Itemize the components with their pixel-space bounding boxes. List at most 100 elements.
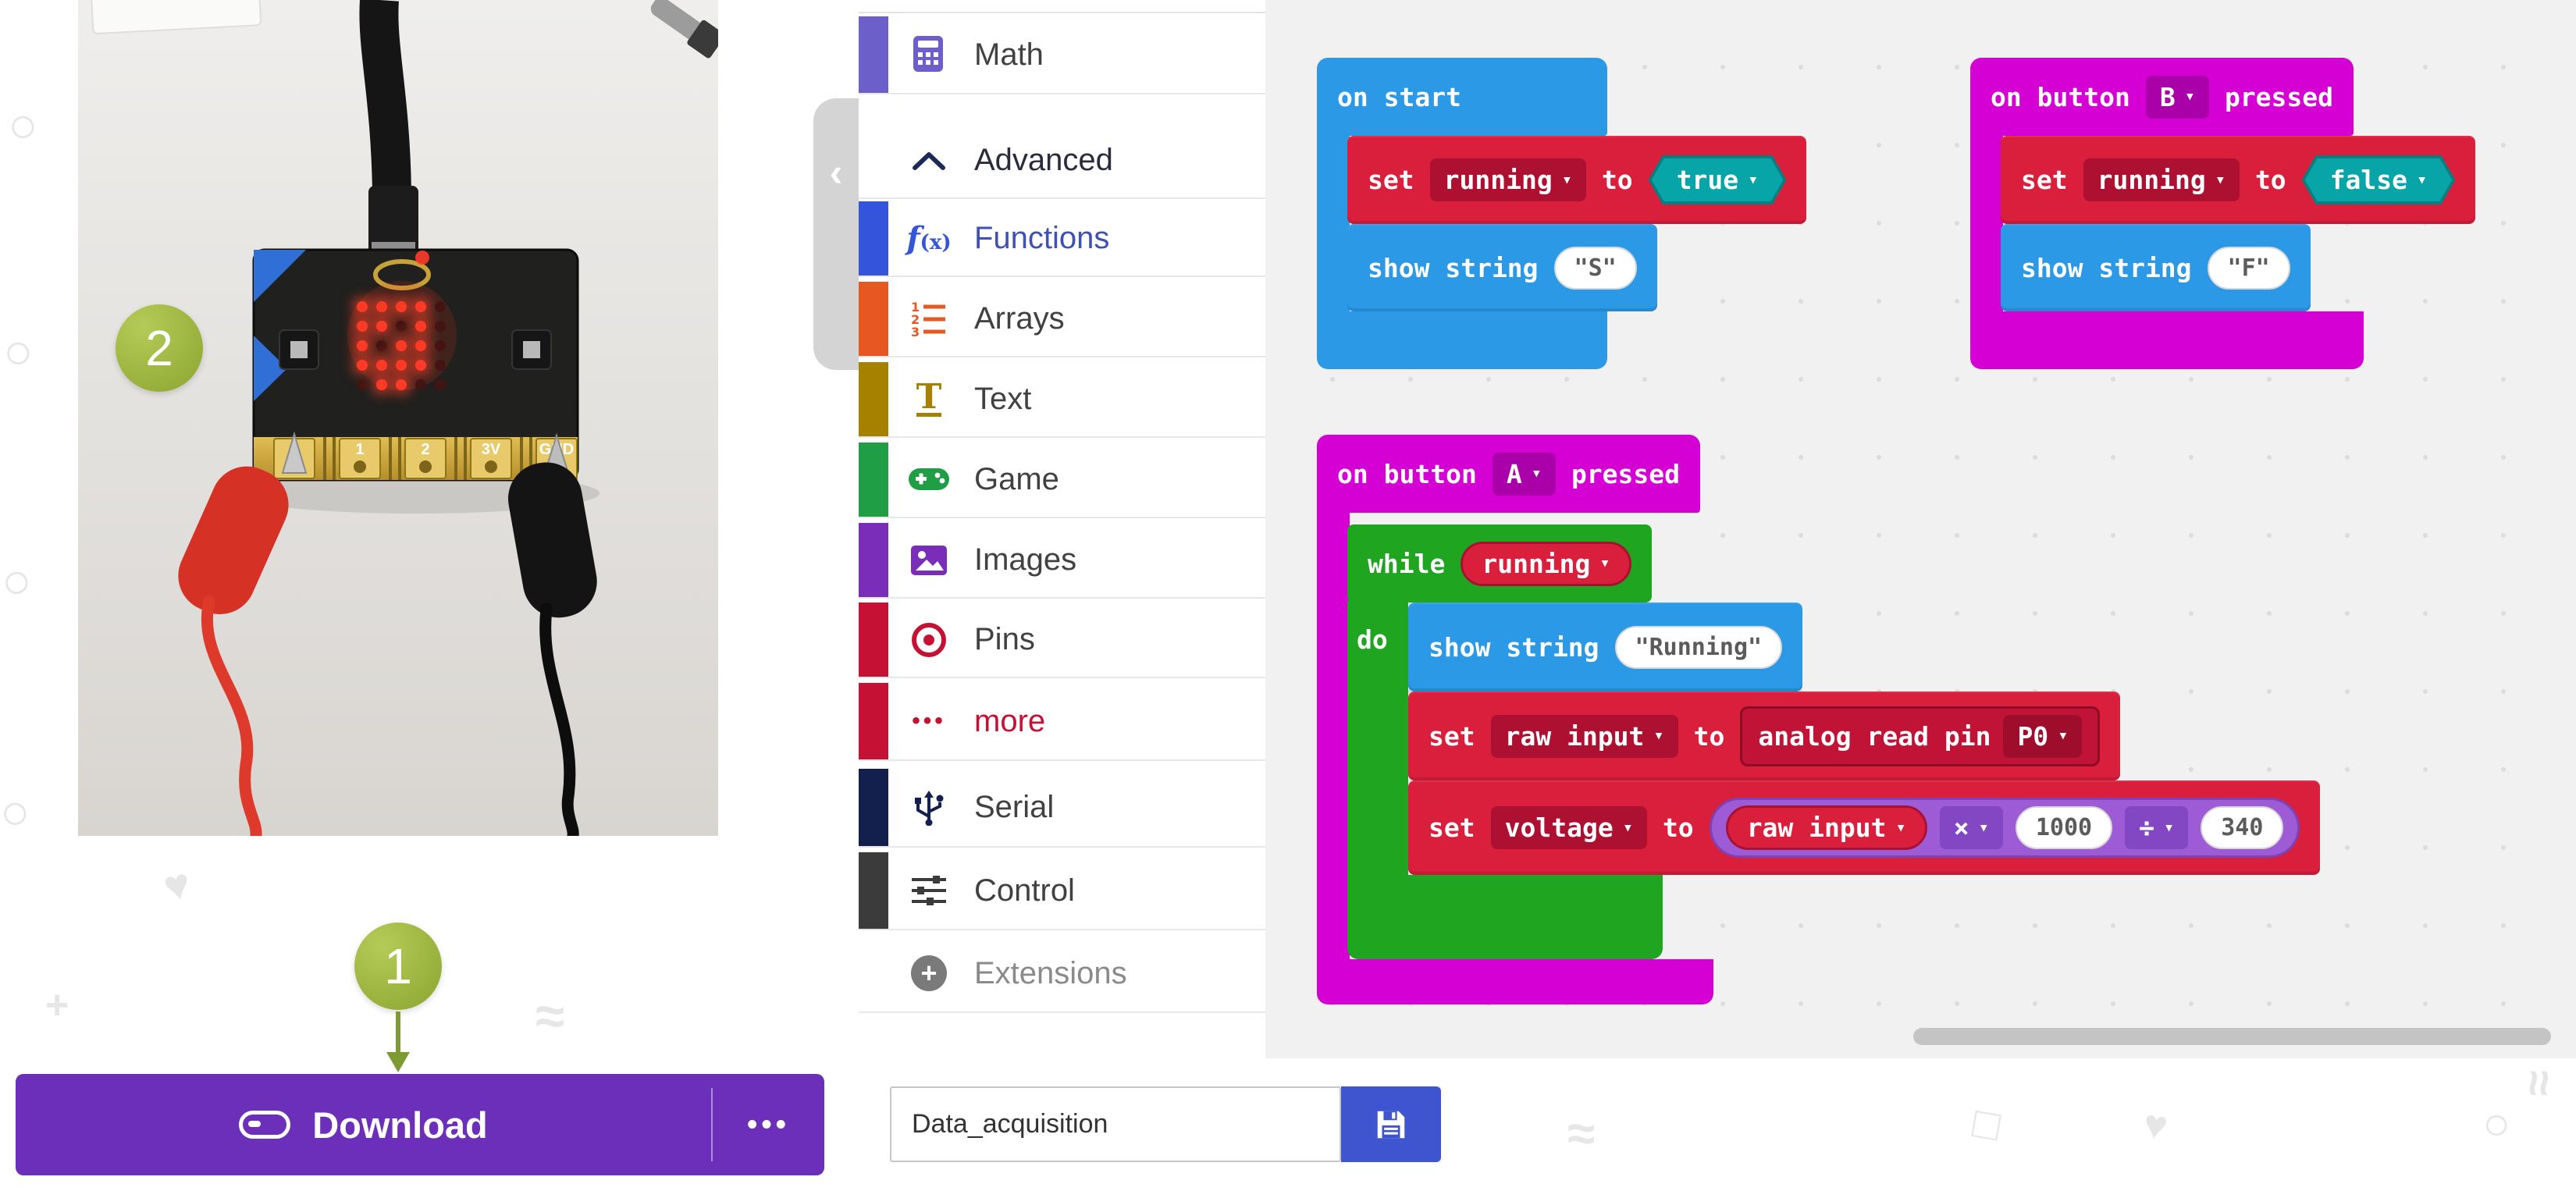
led-dot: [415, 379, 426, 390]
led-glow: [347, 281, 457, 390]
block-keyword: set: [1368, 165, 1414, 195]
string-field[interactable]: "S": [1553, 246, 1637, 290]
block-set-running-false[interactable]: set running ▾ to false ▾: [2001, 136, 2476, 224]
button-dropdown[interactable]: A ▾: [1492, 452, 1556, 496]
number-field[interactable]: 340: [2201, 806, 2284, 849]
toolbox-category-advanced[interactable]: Advanced: [859, 123, 1265, 199]
download-main[interactable]: Download: [16, 1074, 711, 1175]
usb-cable: [359, 0, 411, 192]
decor-glyph: ≈: [1567, 1105, 1596, 1161]
blue-triangle-decal: [254, 250, 306, 302]
dropdown-arrow-icon: ▾: [1978, 817, 1989, 837]
block-keyword: set: [1429, 812, 1475, 843]
toolbox-category-images[interactable]: Images: [859, 523, 1265, 599]
block-set-voltage[interactable]: set voltage ▾ to raw input ▾ × ▾ 1000 ÷ …: [1408, 780, 2321, 875]
led-dot: [415, 321, 426, 332]
download-more-button[interactable]: •••: [713, 1074, 824, 1175]
touch-logo: [373, 259, 431, 290]
block-show-string-running[interactable]: show string "Running": [1408, 603, 1803, 691]
category-color-strip: [859, 201, 888, 276]
led-dot: [357, 321, 368, 332]
variable-dropdown[interactable]: raw input ▾: [1490, 714, 1678, 758]
category-color-strip: [859, 282, 888, 356]
boolean-dropdown[interactable]: false ▾: [2302, 155, 2456, 204]
toolbox-category-text[interactable]: T Text: [859, 362, 1265, 438]
variable-dropdown[interactable]: voltage ▾: [1490, 806, 1647, 849]
decor-glyph: ○: [8, 97, 38, 153]
variable-reporter[interactable]: raw input ▾: [1725, 805, 1927, 850]
block-show-string-f[interactable]: show string "F": [2001, 224, 2311, 311]
toolbox-collapse-button[interactable]: ‹: [813, 98, 859, 370]
toolbox-category-math[interactable]: Math: [859, 16, 1265, 94]
pin-label-1: 1: [355, 441, 364, 458]
category-label: Control: [974, 873, 1075, 908]
block-keyword: set: [1429, 720, 1475, 752]
variable-reporter[interactable]: running ▾: [1461, 541, 1631, 586]
category-color-strip: [859, 16, 888, 93]
variable-dropdown[interactable]: running ▾: [1429, 158, 1586, 201]
power-led: [415, 251, 429, 265]
gamepad-icon: [904, 468, 954, 492]
block-analog-read-pin[interactable]: analog read pin P0 ▾: [1740, 706, 2101, 766]
block-on-button-b[interactable]: on button B ▾ pressed: [1970, 58, 2354, 136]
boolean-value: false: [2329, 165, 2408, 195]
toolbox-category-game[interactable]: Game: [859, 443, 1265, 518]
block-math-expression[interactable]: raw input ▾ × ▾ 1000 ÷ ▾ 340: [1709, 798, 2300, 858]
toolbox-category-control[interactable]: Control: [859, 852, 1265, 930]
variable-dropdown[interactable]: running ▾: [2083, 158, 2240, 201]
operator-dropdown[interactable]: ÷ ▾: [2125, 806, 2189, 849]
decor-glyph: ≈: [535, 987, 565, 1046]
category-label: Pins: [974, 622, 1035, 656]
workspace-horizontal-scrollbar[interactable]: [1913, 1028, 2551, 1045]
led-dot: [396, 340, 407, 351]
download-button[interactable]: Download •••: [16, 1074, 824, 1175]
photo-metal-clip: [650, 0, 718, 59]
block-keyword: to: [2254, 165, 2286, 195]
annotation-step-2-badge: 2: [116, 304, 203, 392]
block-set-running-true[interactable]: set running ▾ to true ▾: [1347, 136, 1807, 224]
dropdown-arrow-icon: ▾: [1599, 553, 1610, 573]
decor-glyph: ○: [2482, 1097, 2511, 1150]
block-label: show string: [1368, 252, 1539, 283]
number-field[interactable]: 1000: [2015, 806, 2113, 849]
led-dot: [415, 340, 426, 351]
led-dot: [396, 301, 407, 312]
toolbox-category-extensions[interactable]: + Extensions: [859, 935, 1265, 1013]
category-label: Arrays: [974, 301, 1065, 336]
blocks-workspace[interactable]: on start set running ▾ to true ▾ show st…: [1265, 0, 2576, 1058]
block-show-string-s[interactable]: show string "S": [1347, 224, 1657, 311]
svg-text:3: 3: [911, 325, 920, 338]
led-dot: [415, 301, 426, 312]
string-field[interactable]: "Running": [1614, 625, 1783, 669]
save-button[interactable]: [1341, 1086, 1441, 1162]
block-keyword: while: [1368, 548, 1446, 579]
dropdown-arrow-icon: ▾: [2184, 87, 2195, 106]
project-name-input[interactable]: [890, 1086, 1341, 1162]
while-do-label: do: [1357, 624, 1388, 655]
annotation-arrow-icon: [386, 1011, 410, 1072]
block-on-start[interactable]: on start: [1317, 58, 1607, 136]
block-while[interactable]: while running ▾: [1347, 524, 1652, 603]
pin-label-2: 2: [421, 441, 429, 458]
led-matrix: [357, 301, 447, 392]
operator: ×: [1953, 812, 1969, 843]
string-field[interactable]: "F": [2207, 246, 2290, 290]
pin-dropdown[interactable]: P0 ▾: [2003, 714, 2083, 758]
button-dropdown[interactable]: B ▾: [2145, 75, 2209, 119]
button-name: A: [1506, 458, 1522, 489]
toolbox-category-serial[interactable]: Serial: [859, 769, 1265, 848]
block-label: on button: [1337, 458, 1477, 489]
toolbox-category-functions[interactable]: f(x) Functions: [859, 201, 1265, 277]
variable-name: raw input: [1504, 720, 1645, 752]
toolbox-category-pins[interactable]: Pins: [859, 603, 1265, 678]
boolean-dropdown[interactable]: true ▾: [1649, 155, 1787, 204]
block-set-raw-input[interactable]: set raw input ▾ to analog read pin P0 ▾: [1408, 691, 2121, 780]
led-dot: [376, 379, 387, 390]
led-dot: [435, 360, 446, 371]
block-on-button-a[interactable]: on button A ▾ pressed: [1317, 435, 1701, 513]
operator-dropdown[interactable]: × ▾: [1939, 806, 2003, 849]
photo-white-box: [91, 0, 262, 34]
toolbox-divider: [859, 12, 1265, 13]
toolbox-category-more[interactable]: ••• more: [859, 683, 1265, 761]
